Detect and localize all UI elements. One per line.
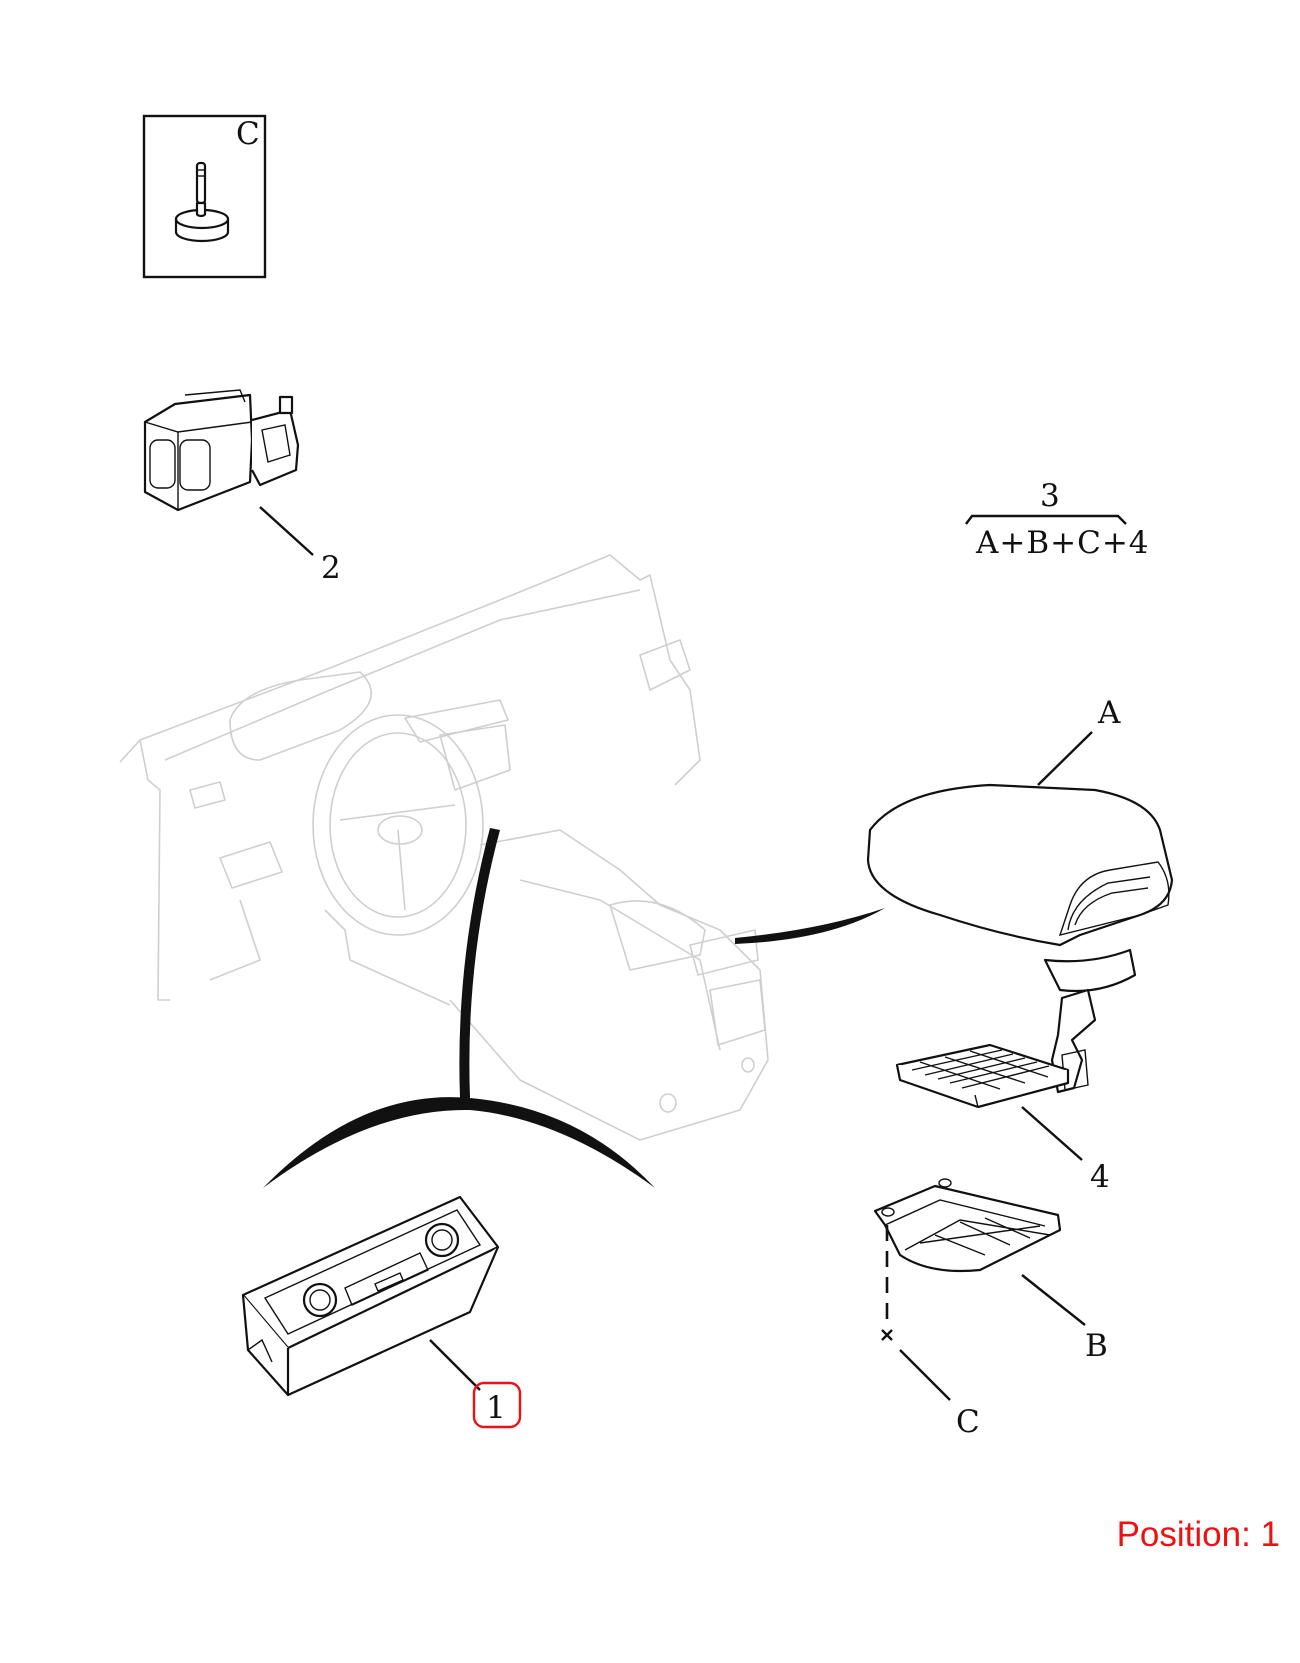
part-1-climate-panel: 1 bbox=[241, 1195, 522, 1429]
callout-swoosh-1 bbox=[263, 828, 655, 1188]
label-a: A bbox=[1097, 695, 1121, 731]
dashboard-ghost bbox=[119, 554, 769, 1141]
kit-3-formula: 3 A+B+C+4 bbox=[965, 478, 1150, 561]
detail-box-label: C bbox=[236, 116, 260, 152]
callout-swoosh-a bbox=[735, 908, 885, 944]
position-label: Position: 1 bbox=[1116, 1515, 1280, 1554]
detail-box-c: C bbox=[142, 114, 267, 279]
part-4-filter: 4 bbox=[895, 1043, 1110, 1195]
highlight-box-1 bbox=[472, 1381, 522, 1429]
label-4: 4 bbox=[1090, 1159, 1110, 1195]
label-formula: A+B+C+4 bbox=[975, 525, 1150, 561]
part-c-screw-location: C bbox=[881, 1225, 980, 1440]
label-2: 2 bbox=[321, 550, 341, 586]
part-2-connector: 2 bbox=[143, 389, 341, 586]
label-3: 3 bbox=[1040, 478, 1060, 514]
label-b: B bbox=[1085, 1328, 1108, 1364]
screw-part bbox=[174, 161, 230, 243]
label-1: 1 bbox=[486, 1390, 506, 1426]
part-a-armrest: A bbox=[866, 695, 1174, 1094]
label-c: C bbox=[956, 1404, 980, 1440]
part-b-tray: B bbox=[873, 1178, 1108, 1364]
